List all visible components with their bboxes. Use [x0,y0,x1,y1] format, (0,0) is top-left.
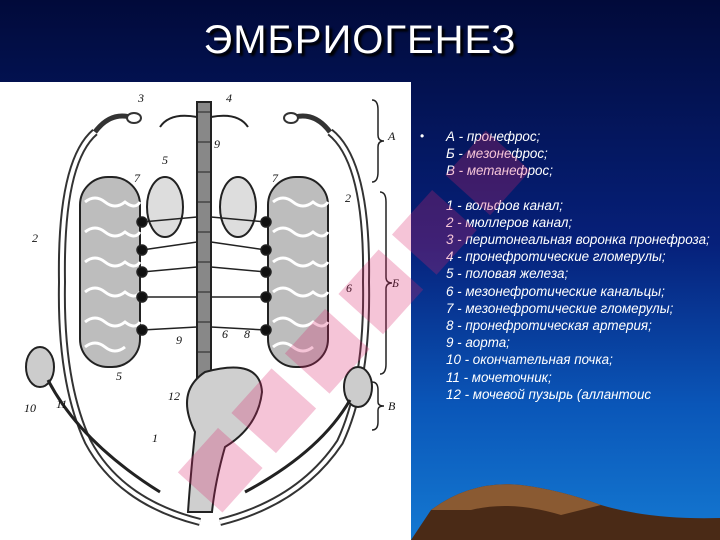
label-2-left: 2 [32,231,38,245]
label-9-bottom: 9 [176,333,182,347]
legend-gap [424,180,716,197]
label-6-mid: 6 [222,327,228,341]
mountain-decoration [411,484,720,540]
label-5-bottom: 5 [116,369,122,383]
label-7-left: 7 [134,171,141,185]
label-b: Б [391,276,399,290]
legend-line: 11 - мочеточник; [446,369,552,385]
label-4: 4 [226,91,232,105]
label-v: В [388,399,396,413]
label-7-right: 7 [272,171,279,185]
label-11: 11 [56,397,67,411]
legend-line: 10 - окончательная почка; [446,352,613,368]
label-2-right: 2 [345,191,351,205]
label-10: 10 [24,401,36,415]
legend-line: 9 - аорта; [446,335,510,351]
legend-line: 7 - мезонефротические гломерулы; [446,300,674,316]
embryo-kidney-illustration: А Б В 1 2 2 3 4 5 5 6 6 7 7 8 9 9 10 11 … [0,82,411,540]
legend-line: 1 - вольфов канал; [446,197,563,213]
label-a: А [387,129,396,143]
gonad-left [146,176,184,238]
label-3: 3 [137,91,144,105]
label-1: 1 [152,431,158,445]
legend-line: Б - мезонефрос; [446,146,548,162]
label-12: 12 [168,389,180,403]
bladder [186,366,264,513]
legend-line: В - метанефрос; [446,163,553,179]
legend-line: 2 - мюллеров канал; [446,214,573,230]
illustration-svg: А Б В 1 2 2 3 4 5 5 6 6 7 7 8 9 9 10 11 … [24,91,399,526]
slide-title: ЭМБРИОГЕНЕЗ [203,18,517,62]
label-9-top: 9 [214,137,220,151]
legend-line: 12 - мочевой пузырь (аллантоис [446,386,652,402]
legend-line: 4 - пронефротические гломерулы; [446,249,666,265]
legend-line: А - пронефрос; [446,129,541,144]
label-5-top: 5 [162,153,168,167]
label-8: 8 [244,327,250,341]
metanephros-left [25,346,55,388]
bullet-marker: • [420,129,425,143]
label-6-right: 6 [346,281,352,295]
legend-line: 5 - половая железа; [446,266,569,282]
legend-line: 8 - пронефротическая артерия; [446,318,652,334]
legend-list: • А - пронефрос; Б - мезонефрос; В - мет… [420,128,716,403]
legend-line: 6 - мезонефротические канальцы; [446,283,665,299]
metanephros-right [343,366,373,408]
legend-line: 3 - перитонеальная воронка пронефроза; [446,232,710,248]
gonad-right [219,176,257,238]
